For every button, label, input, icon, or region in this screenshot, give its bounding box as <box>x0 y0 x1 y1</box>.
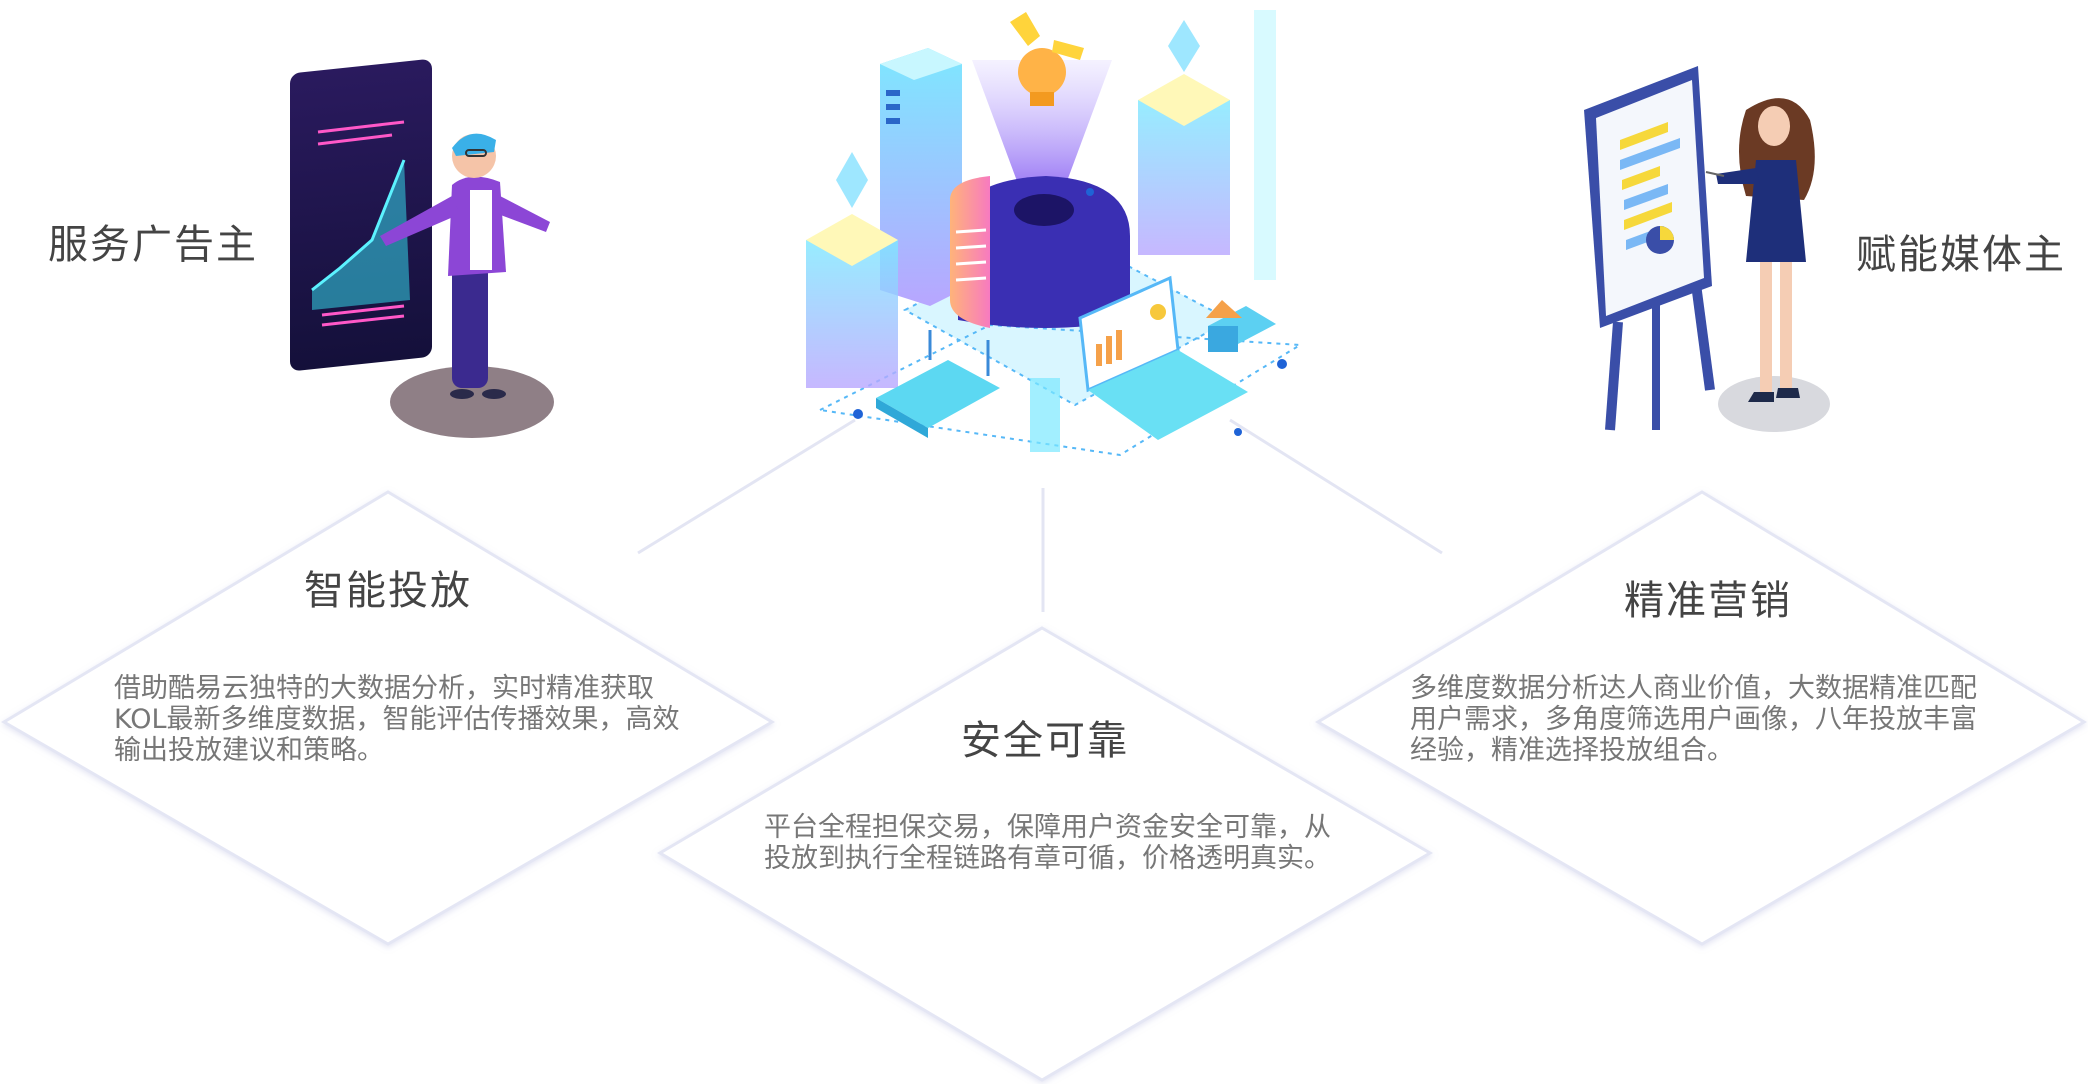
diamond-frames <box>1 490 2087 1082</box>
platform-illustration <box>806 10 1304 457</box>
feature-desc-secure: 平台全程担保交易，保障用户资金安全可靠，从投放到执行全程链路有章可循，价格透明真… <box>764 812 1331 874</box>
label-serve-advertisers: 服务广告主 <box>48 222 258 268</box>
connector-lines <box>637 418 1443 612</box>
presenter-illustration <box>290 59 554 438</box>
analyst-illustration <box>1584 66 1830 432</box>
feature-title-smart-placement: 智能投放 <box>304 568 472 614</box>
label-empower-media: 赋能媒体主 <box>1856 232 2066 278</box>
feature-title-secure: 安全可靠 <box>961 718 1129 764</box>
feature-desc-precise-marketing: 多维度数据分析达人商业价值，大数据精准匹配用户需求，多角度筛选用户画像，八年投放… <box>1410 673 1977 766</box>
feature-desc-smart-placement: 借助酷易云独特的大数据分析，实时精准获取KOL最新多维度数据，智能评估传播效果，… <box>114 673 680 766</box>
feature-title-precise-marketing: 精准营销 <box>1624 578 1792 624</box>
